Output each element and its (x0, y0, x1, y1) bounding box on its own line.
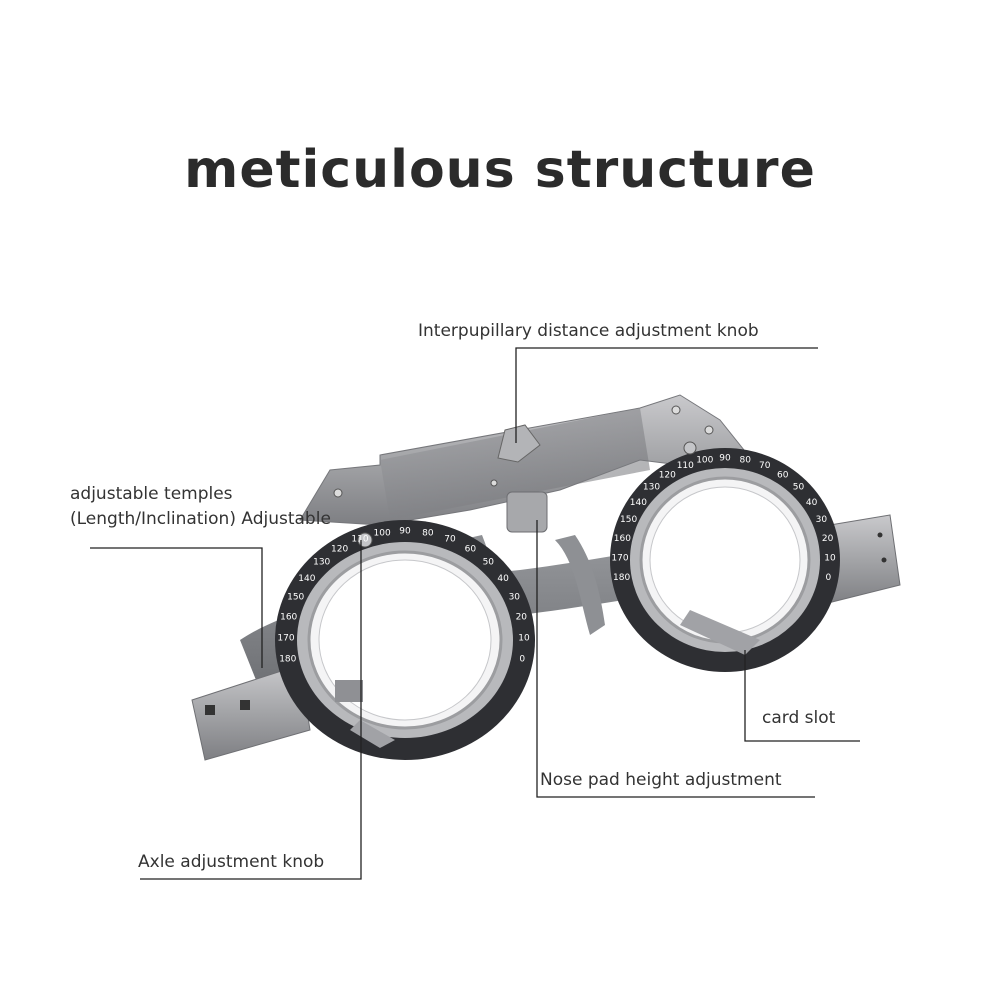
screw-icon (240, 700, 250, 710)
left-lens-cell (275, 520, 535, 760)
screw-icon (490, 479, 498, 487)
left-temple-arm (191, 664, 311, 761)
dial-number: 100 (696, 455, 713, 465)
dial-number: 160 (280, 612, 297, 622)
nose-pad-right (555, 535, 605, 635)
label-temples-line1: adjustable temples (70, 484, 233, 504)
screw-icon (877, 532, 883, 538)
screw-icon (333, 488, 343, 498)
screw-icon (205, 705, 215, 715)
label-card-slot: card slot (762, 708, 836, 728)
dial-number: 30 (509, 592, 521, 602)
dial-number: 10 (518, 633, 530, 643)
screw-icon (671, 405, 681, 415)
screw-icon (704, 425, 714, 435)
dial-number: 160 (614, 534, 631, 544)
dial-number: 130 (643, 483, 660, 493)
dial-number: 170 (611, 554, 628, 564)
right-lens-cell (610, 448, 840, 672)
bridge-plate (380, 408, 650, 520)
dial-number: 20 (516, 612, 528, 622)
dial-number: 60 (777, 470, 789, 480)
dial-number: 120 (331, 544, 348, 554)
leader-nose (536, 520, 815, 798)
dial-number: 100 (374, 529, 391, 539)
dial-number: 80 (422, 529, 434, 539)
dial-number: 180 (613, 573, 630, 583)
label-nose-pad: Nose pad height adjustment (540, 770, 782, 790)
dial-number: 20 (822, 534, 834, 544)
dial-number: 110 (351, 535, 368, 545)
label-axle-knob: Axle adjustment knob (138, 852, 325, 872)
screw-icon (881, 557, 887, 563)
page-title: meticulous structure (184, 140, 816, 200)
dial-number: 130 (313, 558, 330, 568)
dial-number: 30 (816, 515, 828, 525)
dial-number: 180 (279, 654, 296, 664)
dial-number: 0 (519, 654, 525, 664)
dial-number: 140 (298, 574, 315, 584)
dial-number: 60 (465, 544, 477, 554)
dial-number: 70 (444, 535, 456, 545)
dial-number: 140 (630, 498, 647, 508)
ipd-knob (497, 424, 541, 463)
dial-number: 10 (824, 554, 836, 564)
dial-number: 50 (483, 558, 495, 568)
label-ipd-knob: Interpupillary distance adjustment knob (418, 321, 759, 341)
dial-number: 90 (719, 454, 731, 464)
dial-number: 40 (806, 498, 818, 508)
label-temples-line2: (Length/Inclination) Adjustable (70, 509, 331, 529)
dial-number: 120 (659, 470, 676, 480)
leader-ipd (515, 347, 818, 443)
leader-card (744, 650, 860, 742)
dial-number: 50 (793, 483, 805, 493)
dial-number: 80 (739, 455, 751, 465)
dial-number: 40 (497, 574, 509, 584)
dial-number: 0 (826, 573, 832, 583)
right-axle-knob (683, 441, 697, 455)
dial-number: 90 (399, 527, 411, 537)
nose-pad-slider (506, 491, 548, 533)
dial-number: 150 (287, 592, 304, 602)
dial-number: 70 (759, 461, 771, 471)
leader-axle (140, 540, 362, 880)
dial-number: 110 (677, 461, 694, 471)
dial-number: 150 (620, 515, 637, 525)
dial-number: 170 (277, 633, 294, 643)
leader-temples (90, 547, 263, 668)
